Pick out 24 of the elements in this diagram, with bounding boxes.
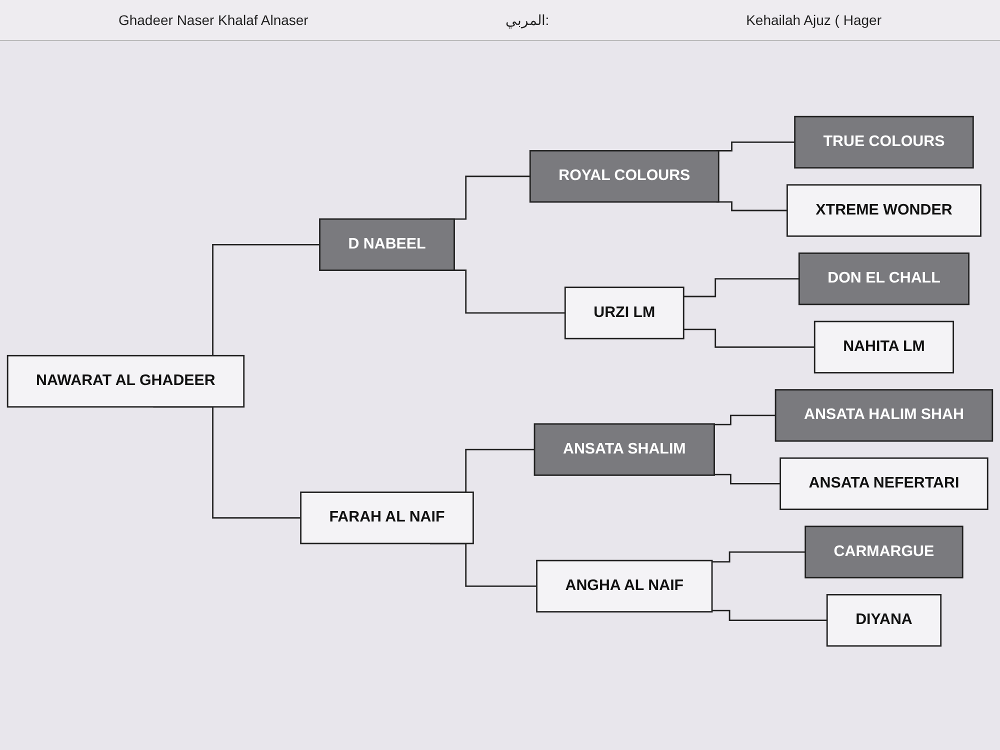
node-box: CARMARGUE bbox=[804, 525, 964, 578]
node-box: DIYANA bbox=[826, 594, 942, 646]
node-box: FARAH AL NAIF bbox=[300, 491, 474, 544]
node-box: ANSATA NEFERTARI bbox=[780, 457, 988, 510]
node-box: ANSATA HALIM SHAH bbox=[774, 388, 994, 442]
connector bbox=[684, 278, 800, 297]
header-text: Ghadeer Naser Khalaf Alnaser bbox=[118, 12, 308, 28]
node-box: URZI LM bbox=[564, 286, 684, 340]
header-text: Kehailah Ajuz ( Hager bbox=[746, 12, 882, 28]
connector bbox=[712, 551, 806, 562]
node-box: NAHITA LM bbox=[814, 320, 954, 374]
connector bbox=[714, 414, 776, 425]
node-box: ANGHA AL NAIF bbox=[536, 560, 713, 612]
node-box: D NABEEL bbox=[319, 218, 455, 271]
node-box: NAWARAT AL GHADEER bbox=[6, 354, 245, 408]
connector bbox=[684, 328, 815, 348]
node-box: TRUE COLOURS bbox=[794, 116, 974, 168]
node-box: DON EL CHALL bbox=[798, 252, 970, 305]
node-box: ROYAL COLOURS bbox=[529, 150, 720, 202]
node-box: ANSATA SHALIM bbox=[534, 422, 715, 476]
header-text: المربي: bbox=[505, 12, 550, 28]
connector bbox=[714, 474, 780, 484]
node-box: XTREME WONDER bbox=[786, 184, 982, 237]
connector bbox=[712, 610, 828, 621]
